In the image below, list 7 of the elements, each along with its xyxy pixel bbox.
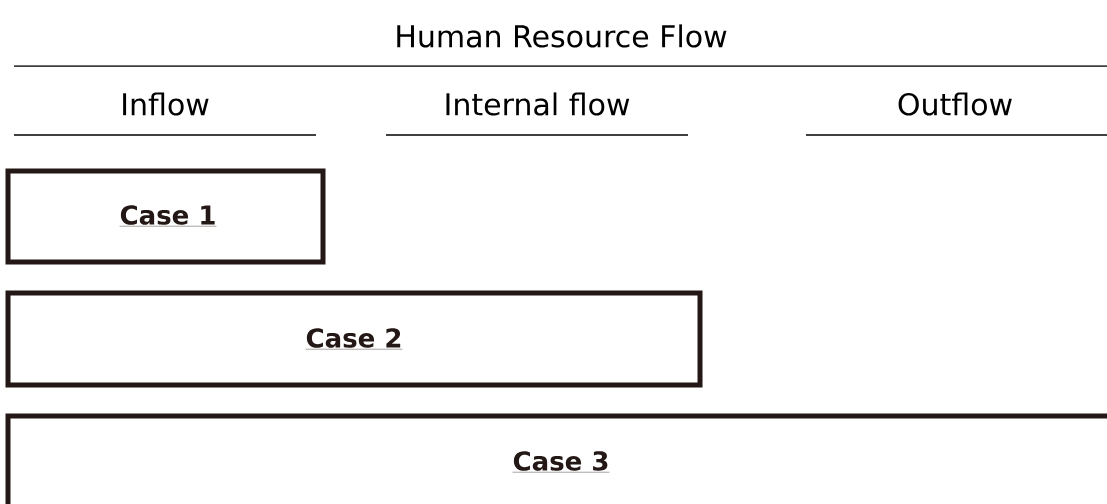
case-box: Case 3 [5, 413, 1107, 504]
case-box: Case 2 [5, 290, 703, 388]
case-box: Case 1 [5, 168, 326, 265]
column-heading: Inflow [123, 92, 209, 116]
title: Human Resource Flow [397, 24, 727, 48]
column-heading: Internal flow [446, 92, 630, 116]
column-heading: Outflow [898, 92, 1012, 116]
